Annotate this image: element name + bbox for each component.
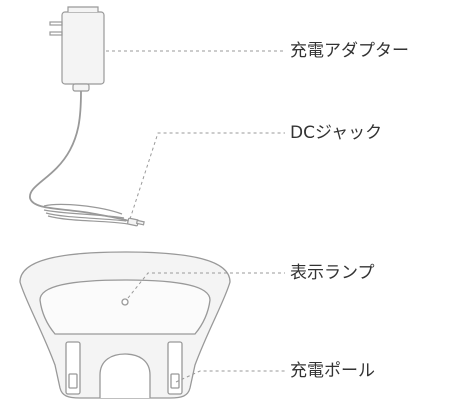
adapter-cord-strain-relief <box>72 83 90 92</box>
adapter-body <box>61 11 105 85</box>
label-dc-jack: DCジャック <box>290 123 383 143</box>
cord-coil <box>43 203 129 225</box>
adapter-cord <box>29 90 133 223</box>
charging-pole-right <box>167 341 183 395</box>
leader-lamp <box>127 272 285 299</box>
leader-pole <box>175 370 285 383</box>
indicator-lamp-icon <box>121 298 129 306</box>
leader-lines <box>106 50 285 383</box>
charging-pole-left <box>65 341 81 395</box>
base-inner-panel <box>39 279 211 335</box>
charging-base-drawing <box>19 251 231 399</box>
label-charging-adapter: 充電アダプター <box>290 41 409 61</box>
adapter-drawing <box>49 6 105 92</box>
adapter-prong-icon <box>49 21 63 36</box>
base-arch <box>99 353 151 398</box>
adapter-top-edge <box>67 6 99 12</box>
dc-jack-icon <box>127 217 145 227</box>
label-indicator-lamp: 表示ランプ <box>290 263 375 283</box>
leader-dc-jack <box>129 132 285 220</box>
label-charging-pole: 充電ポール <box>290 361 375 381</box>
